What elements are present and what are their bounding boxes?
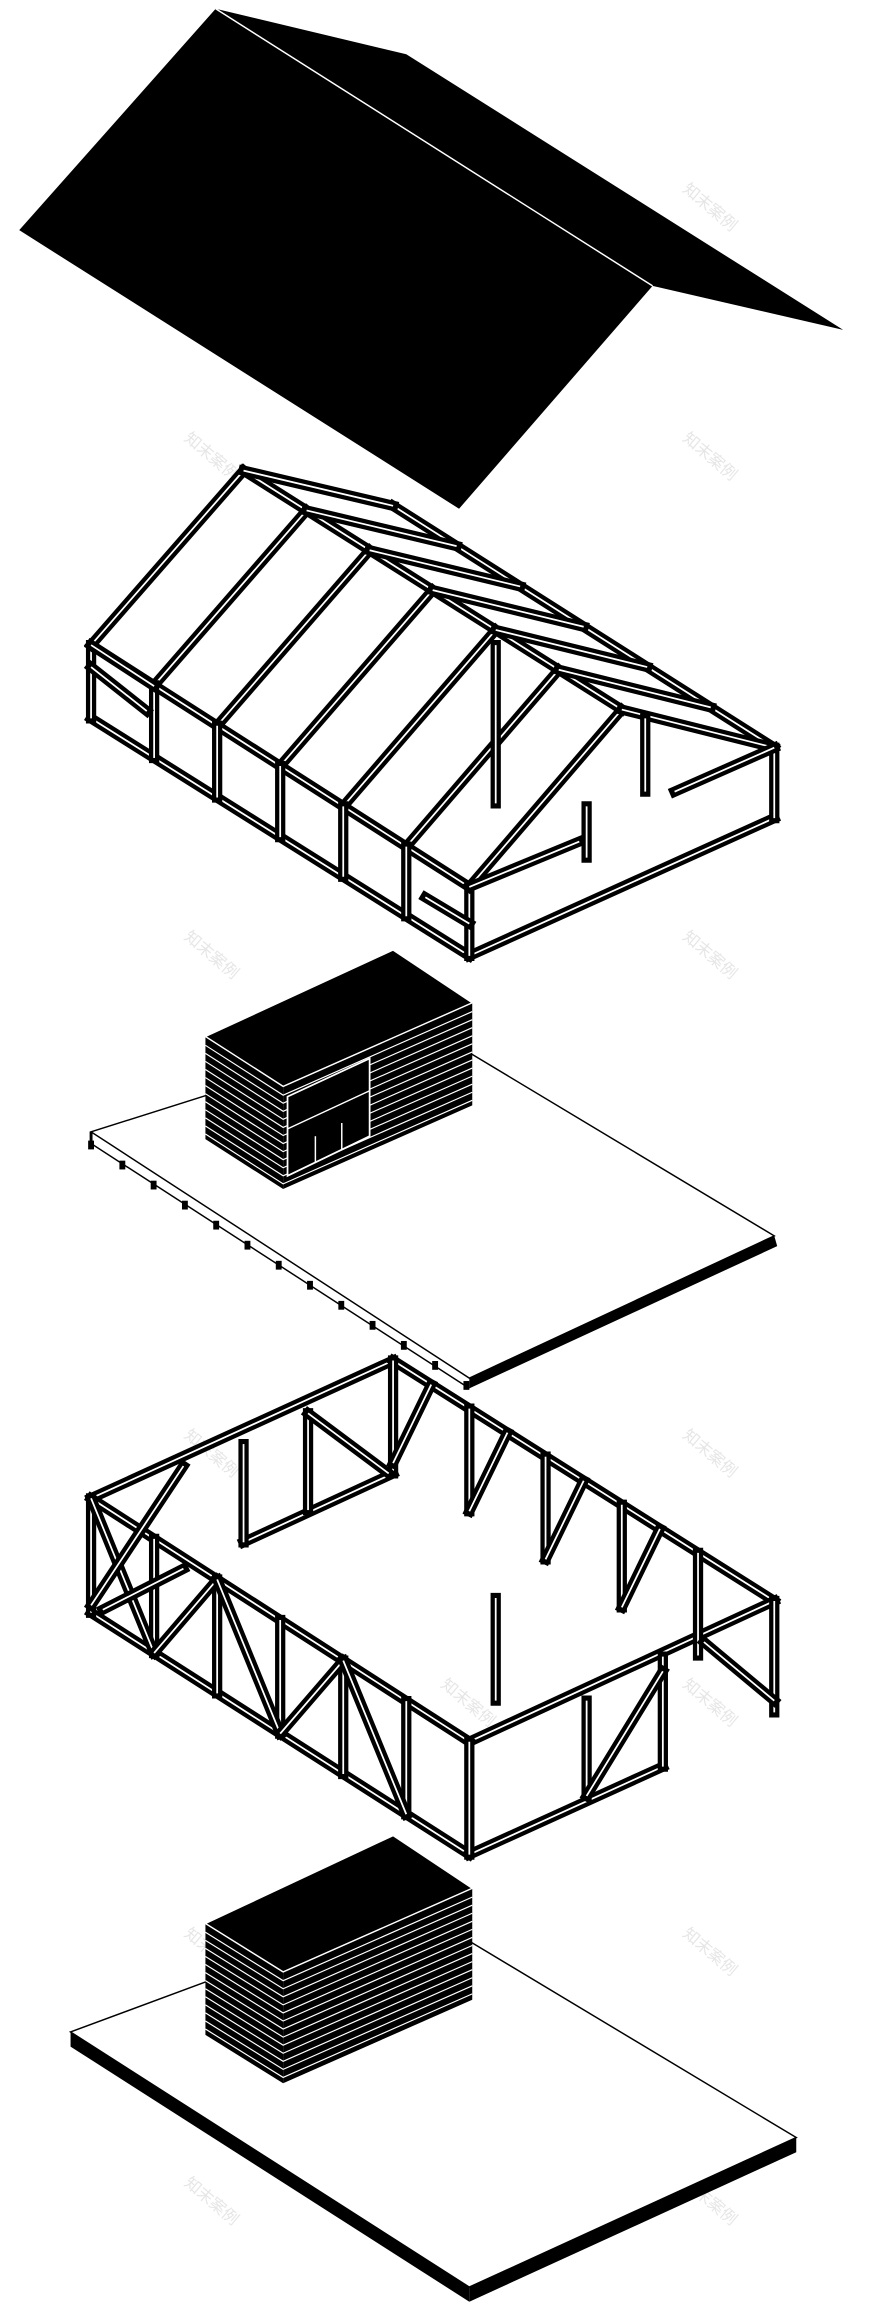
box-cladding-line [205, 1993, 473, 2079]
box-left-face [205, 1923, 284, 2084]
box-cladding-line [205, 1969, 473, 2054]
box-cladding-line [205, 1011, 473, 1096]
box-cladding-line [205, 1019, 473, 1104]
joist-end [463, 1381, 470, 1390]
box-cladding-line [205, 1953, 473, 2038]
rafter [209, 543, 377, 733]
diagonal-brace [272, 1653, 351, 1741]
roof-ridge-line [215, 8, 653, 287]
joist-end [150, 1180, 157, 1190]
box-top [203, 1834, 474, 1973]
slab-edge-line [90, 1142, 470, 1389]
rafter [336, 622, 503, 814]
diagonal-brace [336, 1653, 413, 1821]
box-cladding-line [205, 1075, 473, 1161]
upper-floor-slab-edge [469, 1235, 778, 1389]
box-cladding-line [205, 1896, 473, 1982]
watermark-text: 知末案例 [181, 2173, 243, 2229]
rafter [146, 503, 314, 693]
box-cladding-line [205, 1059, 473, 1145]
rafter [237, 464, 400, 512]
diagonal-brace [462, 1425, 515, 1519]
brace [300, 1406, 396, 1481]
gable-tie [462, 834, 586, 894]
box-cladding-line [205, 1912, 473, 1998]
brace [418, 890, 477, 931]
ground-slab-edge-front [70, 2031, 470, 2302]
rafter [83, 463, 251, 653]
diagonal-brace [696, 1634, 782, 1708]
gable-brace [83, 637, 162, 694]
joist-end [119, 1160, 126, 1170]
rafter [462, 702, 630, 895]
box-cladding-line [205, 1067, 473, 1153]
floor-joist-ends [88, 1131, 470, 1390]
watermark-text: 知末案例 [181, 927, 243, 983]
diagonal-brace [538, 1473, 591, 1567]
box-cladding-line [205, 1928, 473, 2014]
wall-frame [83, 1353, 782, 1862]
ground-box [203, 1834, 474, 2084]
box-cladding-line [205, 1027, 473, 1112]
box-cladding-line [205, 1936, 473, 2022]
diagonal-brace [84, 1491, 161, 1660]
diagonal-brace [614, 1521, 667, 1615]
rafter [300, 504, 463, 553]
box-cladding-line [205, 1944, 473, 2030]
gable-brace [83, 659, 154, 719]
box-cladding-line [205, 1961, 473, 2046]
interior-sill [236, 1466, 400, 1550]
rafter [489, 623, 654, 674]
watermark-text: 知末案例 [679, 1924, 741, 1980]
watermark-text: 知末案例 [679, 1674, 741, 1730]
rafter [552, 663, 717, 714]
box-cladding-line [205, 1051, 473, 1137]
rafter [426, 583, 590, 633]
joist-end [88, 1140, 95, 1150]
diagonal-brace [146, 1572, 225, 1661]
watermark-text: 知末案例 [679, 179, 741, 235]
diagonal-brace [83, 1458, 191, 1613]
diagonal-brace [386, 1377, 439, 1470]
box-top [203, 949, 474, 1088]
box-cladding-line [205, 1043, 473, 1129]
box-cladding-line [205, 1977, 473, 2062]
box-cladding-line [205, 1099, 473, 1185]
ground-slab-edge-right [469, 2137, 797, 2302]
opening-sill [287, 1090, 370, 1130]
watermark-text: 知末案例 [679, 1425, 741, 1481]
box-right-face [283, 1888, 473, 2084]
diagonal-brace [210, 1572, 287, 1741]
rafter [272, 582, 440, 774]
rafter [399, 662, 566, 854]
box-cladding-line [205, 1035, 473, 1121]
box-opening [286, 1057, 371, 1178]
upper-floor [88, 949, 778, 1390]
gable-brace [667, 740, 782, 799]
ground-slab [68, 1834, 798, 2302]
top-plate [84, 1353, 400, 1506]
diagonal-brace [95, 1561, 191, 1617]
watermark-text: 知末案例 [679, 428, 741, 484]
roof-frame [83, 463, 782, 963]
top-plate [462, 1594, 782, 1749]
box-cladding-line [205, 1985, 473, 2071]
box-cladding-line [205, 1904, 473, 1990]
roof-plane [19, 8, 844, 509]
box-cladding-line [205, 1083, 473, 1169]
box-cladding-line [205, 1091, 473, 1177]
upper-box [203, 949, 474, 1189]
watermark-text: 知末案例 [679, 927, 741, 983]
box-cladding-line [205, 1920, 473, 2006]
bottom-plate [462, 1759, 670, 1862]
side-bottom-plate [462, 811, 782, 963]
diagonal-brace [579, 1664, 670, 1803]
roof [19, 8, 844, 509]
rafter [363, 544, 527, 593]
